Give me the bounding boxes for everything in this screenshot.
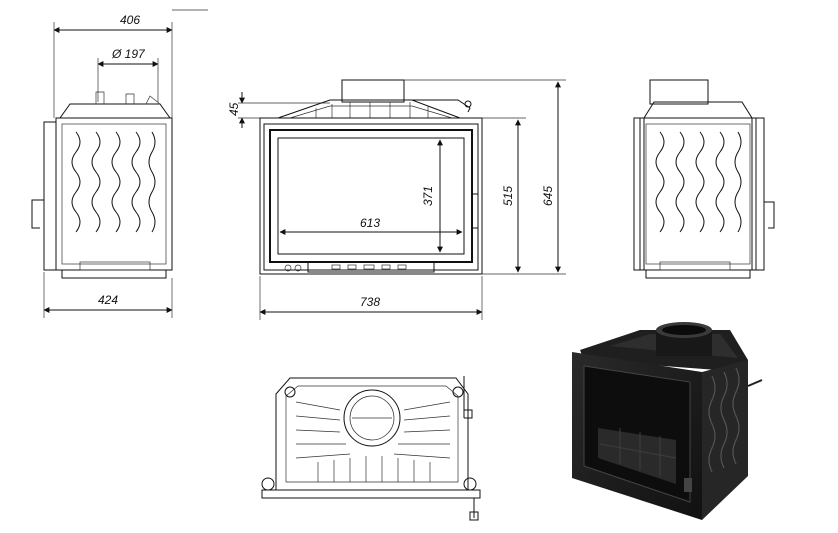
dim-flue-diameter: Ø 197 (111, 47, 146, 61)
dim-side-depth-bottom: 424 (98, 293, 118, 307)
front-view: 45 371 613 (227, 79, 566, 320)
dim-side-depth-top: 406 (120, 13, 140, 27)
dim-front-top-offset: 45 (227, 102, 241, 116)
dim-glass-height: 371 (421, 186, 435, 206)
bottom-view (261, 376, 481, 521)
dim-total-height: 645 (541, 186, 555, 206)
side-view-left: 406 Ø 197 424 (31, 9, 208, 318)
dim-door-height: 515 (501, 186, 515, 206)
dim-glass-width: 613 (360, 216, 380, 230)
dim-total-width: 738 (360, 295, 380, 309)
side-view-right (633, 79, 775, 279)
fireplace-3d-render (572, 322, 763, 520)
